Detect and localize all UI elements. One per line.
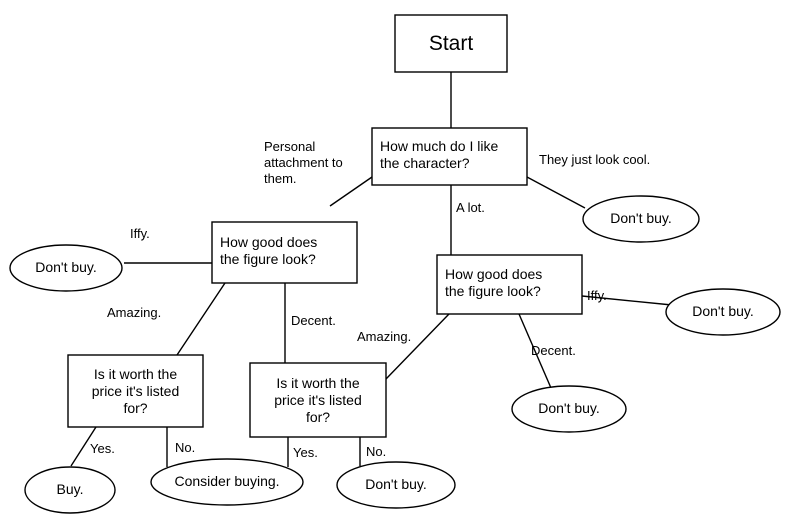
node-consider-buying[interactable] (150, 458, 304, 506)
node-dont-buy-iffy-right[interactable] (665, 288, 781, 336)
node-worth-left[interactable] (67, 354, 204, 428)
edge-like-to-dont-cool (526, 176, 586, 209)
edge-worth-left-to-buy (70, 426, 97, 467)
node-look-right[interactable] (436, 254, 583, 315)
edge-look-right-to-dont-decent (518, 313, 552, 389)
node-dont-buy-iffy-left[interactable] (9, 244, 123, 292)
edge-look-right-to-worth-mid (385, 313, 450, 380)
edge-look-right-to-dont-iffy-r (581, 295, 673, 306)
node-look-left[interactable] (211, 221, 358, 284)
node-dont-buy-cool[interactable] (582, 195, 700, 243)
node-worth-mid[interactable] (249, 362, 387, 438)
node-dont-buy-no-mid[interactable] (336, 461, 456, 509)
node-start[interactable] (394, 14, 508, 73)
edge-look-left-to-worth-left (176, 282, 226, 356)
node-dont-buy-decent[interactable] (511, 385, 627, 433)
node-how-much-like[interactable] (371, 127, 528, 186)
edges (70, 72, 673, 467)
node-buy[interactable] (24, 466, 116, 514)
edge-like-to-look-left (329, 176, 373, 207)
